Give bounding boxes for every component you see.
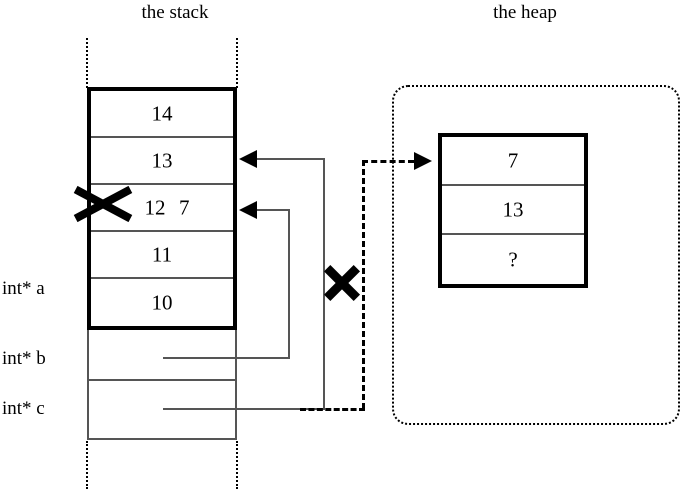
arrow-into-heap-block: [414, 152, 432, 170]
connector-b-horizontal-to-cell: [255, 209, 290, 211]
heap-region-boundary: [392, 85, 680, 425]
stack-cell-value: 12: [144, 195, 166, 219]
stack-right-dotted-top: [236, 38, 238, 88]
heap-cell-value: 7: [507, 148, 519, 172]
stack-right-dotted-bottom: [236, 441, 238, 489]
stack-cell-value: 13: [151, 148, 173, 172]
connector-c-vertical: [323, 159, 325, 409]
stale-pointer-dash-vertical: [362, 160, 365, 409]
pointer-slot-divider: [89, 379, 235, 381]
pointer-label-a: int* a: [2, 278, 45, 299]
arrow-into-stack-cell-2: [239, 150, 257, 168]
stale-pointer-dash-top: [362, 160, 414, 163]
heap-cell-value: ?: [508, 247, 518, 271]
connector-b-vertical: [288, 210, 290, 359]
stack-cell: 11: [91, 232, 233, 279]
pointer-label-c: int* c: [2, 398, 45, 419]
connector-b-horizontal-from-slot: [163, 357, 290, 359]
connector-c-horizontal-from-slot: [163, 408, 325, 410]
strikethrough-x-icon: [73, 185, 163, 226]
connector-c-horizontal-to-cell: [255, 158, 325, 160]
stack-cell: 10: [91, 279, 233, 326]
stack-left-dotted-top: [86, 38, 88, 88]
heap-cell: 13: [442, 186, 584, 235]
stack-cell-value: 14: [151, 101, 173, 125]
stack-cell: 13: [91, 138, 233, 185]
arrow-into-stack-cell-3: [239, 201, 257, 219]
stale-pointer-dash-bottom: [300, 408, 365, 411]
heap-block: 7 13 ?: [438, 133, 588, 288]
stack-left-dotted-bottom: [86, 441, 88, 489]
stack-cell: 14: [91, 91, 233, 138]
invalidated-pointer-x-icon: [323, 264, 383, 307]
stack-cell-new-value: 7: [179, 195, 190, 219]
pointer-label-b: int* b: [2, 348, 46, 369]
stack-cell-value: 11: [151, 242, 173, 266]
stack-pointer-slots: [87, 330, 237, 440]
heap-cell-value: 13: [502, 197, 524, 221]
stack-frame: 14 13 12 7 11 10: [73, 87, 237, 330]
heap-cell: 7: [442, 137, 584, 186]
heap-cell: ?: [442, 235, 584, 284]
stack-cell: 12 7: [73, 185, 233, 232]
heap-title: the heap: [493, 2, 557, 23]
stack-cell-value: 10: [151, 290, 173, 314]
stack-title: the stack: [141, 2, 209, 23]
